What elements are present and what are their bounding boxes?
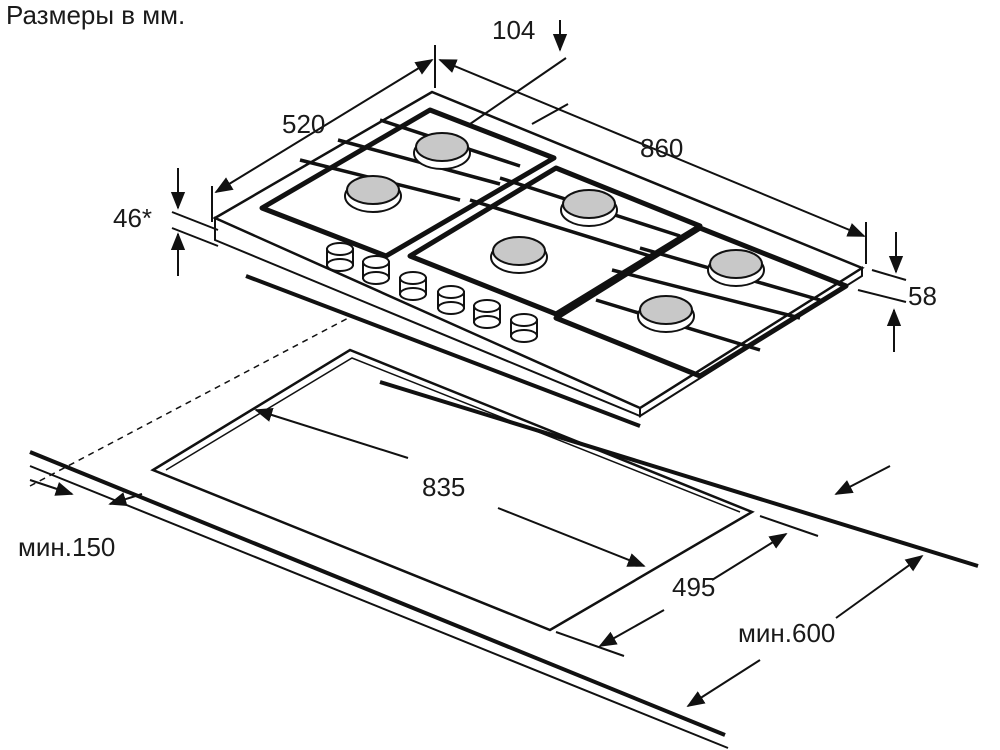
cutout-opening [150,348,755,632]
burner-5 [707,249,765,287]
dim-104-label: 104 [492,15,536,45]
dim-860-label: 860 [640,133,684,163]
dim-520-line [214,59,434,193]
burner-1 [344,175,402,213]
knob-5 [473,299,501,329]
dimension-lines [29,20,924,707]
dim-min600-label: мин.600 [738,618,836,648]
burner-2 [413,132,471,170]
dim-min150-label: мин.150 [18,532,116,562]
countertop [29,315,979,749]
knob-3 [399,271,427,301]
knob-2 [362,255,390,285]
dim-835-label: 835 [422,472,466,502]
dim-860-line [438,59,866,237]
dim-520-label: 520 [282,109,326,139]
burner-6 [637,295,695,333]
knob-4 [437,285,465,315]
knob-6 [510,313,538,343]
burner-4 [490,236,548,274]
dim-495-label: 495 [672,572,716,602]
burner-3 [560,189,618,227]
knob-1 [326,242,354,272]
control-knobs [326,242,538,343]
dim-46-label: 46* [113,203,153,233]
dim-835-line [254,408,409,459]
dim-58-label: 58 [908,281,937,311]
diagram-title: Размеры в мм. [6,0,186,30]
